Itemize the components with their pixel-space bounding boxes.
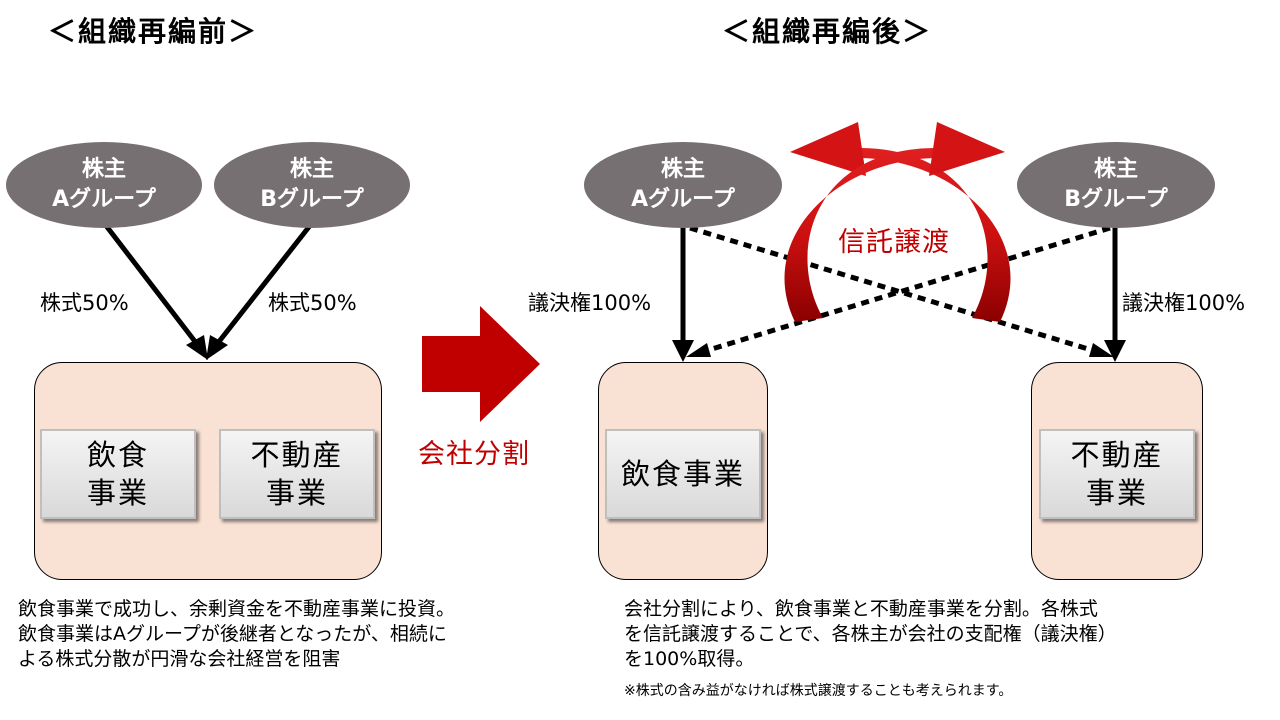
share-arrow-a bbox=[102, 221, 208, 360]
shareholder-a-oval-after: 株主 Aグループ bbox=[584, 142, 782, 228]
heading-before: ＜組織再編前＞ bbox=[48, 15, 259, 48]
share-arrow-b bbox=[206, 221, 314, 360]
share-label-a: 株式50% bbox=[40, 291, 129, 315]
biz-food-before-line1: 飲食 bbox=[86, 438, 149, 472]
shareholder-b-oval-after: 株主 Bグループ bbox=[1017, 142, 1215, 228]
biz-realestate-before-line1: 不動産 bbox=[250, 438, 344, 472]
shareholder-a-oval: 株主 Aグループ bbox=[6, 142, 202, 228]
after-note: ※株式の含み益がなければ株式譲渡することも考えられます。 bbox=[624, 683, 1013, 699]
after-description: 会社分割により、飲食事業と不動産事業を分割。各株式 を信託譲渡することで、各株主… bbox=[624, 597, 1117, 672]
trust-label: 信託譲渡 bbox=[838, 227, 950, 258]
vote-arrow-a bbox=[672, 224, 694, 362]
biz-realestate-after: 不動産 事業 bbox=[1039, 429, 1195, 519]
biz-realestate-after-line1: 不動産 bbox=[1070, 438, 1164, 472]
transition-label: 会社分割 bbox=[418, 439, 530, 470]
shareholder-b-group: Bグループ bbox=[260, 187, 364, 212]
vote-label-a: 議決権100% bbox=[528, 291, 652, 315]
shareholder-a-after-title: 株主 bbox=[660, 157, 705, 182]
biz-food-before: 飲食 事業 bbox=[40, 429, 196, 519]
before-description-line: よる株式分散が円滑な会社経営を阻害 bbox=[18, 648, 341, 670]
shareholder-a-after-group: Aグループ bbox=[631, 187, 735, 212]
biz-realestate-before: 不動産 事業 bbox=[219, 429, 375, 519]
trust-dotted-arrow-b-to-a bbox=[686, 225, 1111, 357]
shareholder-b-oval: 株主 Bグループ bbox=[214, 142, 410, 228]
vote-label-b: 議決権100% bbox=[1122, 291, 1246, 315]
shareholder-a-title: 株主 bbox=[81, 157, 126, 182]
before-description: 飲食事業で成功し、余剰資金を不動産事業に投資。 飲食事業はAグループが後継者とな… bbox=[18, 597, 455, 672]
biz-realestate-before-line2: 事業 bbox=[265, 476, 328, 510]
shareholder-b-after-title: 株主 bbox=[1093, 157, 1138, 182]
trust-curved-arrow-left bbox=[790, 122, 1011, 322]
shareholder-b-after-group: Bグループ bbox=[1064, 187, 1168, 212]
trust-dotted-arrow-a-to-b bbox=[689, 225, 1114, 357]
before-description-line: 飲食事業はAグループが後継者となったが、相続に bbox=[18, 623, 447, 645]
biz-realestate-after-line2: 事業 bbox=[1085, 476, 1148, 510]
transition-arrow bbox=[422, 306, 540, 422]
trust-curved-arrow-right bbox=[784, 122, 1005, 322]
biz-food-before-line2: 事業 bbox=[86, 476, 149, 510]
shareholder-b-title: 株主 bbox=[289, 157, 334, 182]
after-description-line: 会社分割により、飲食事業と不動産事業を分割。各株式 bbox=[624, 598, 1098, 620]
before-description-line: 飲食事業で成功し、余剰資金を不動産事業に投資。 bbox=[18, 598, 456, 620]
biz-food-after-line1: 飲食事業 bbox=[620, 457, 745, 491]
vote-arrow-b bbox=[1104, 224, 1126, 362]
heading-after: ＜組織再編後＞ bbox=[722, 15, 933, 48]
after-description-line: を信託譲渡することで、各株主が会社の支配権（議決権） bbox=[624, 623, 1117, 645]
biz-food-after: 飲食事業 bbox=[605, 429, 761, 519]
after-description-line: を100%取得。 bbox=[624, 648, 755, 670]
shareholder-a-group: Aグループ bbox=[52, 187, 156, 212]
share-label-b: 株式50% bbox=[268, 291, 357, 315]
